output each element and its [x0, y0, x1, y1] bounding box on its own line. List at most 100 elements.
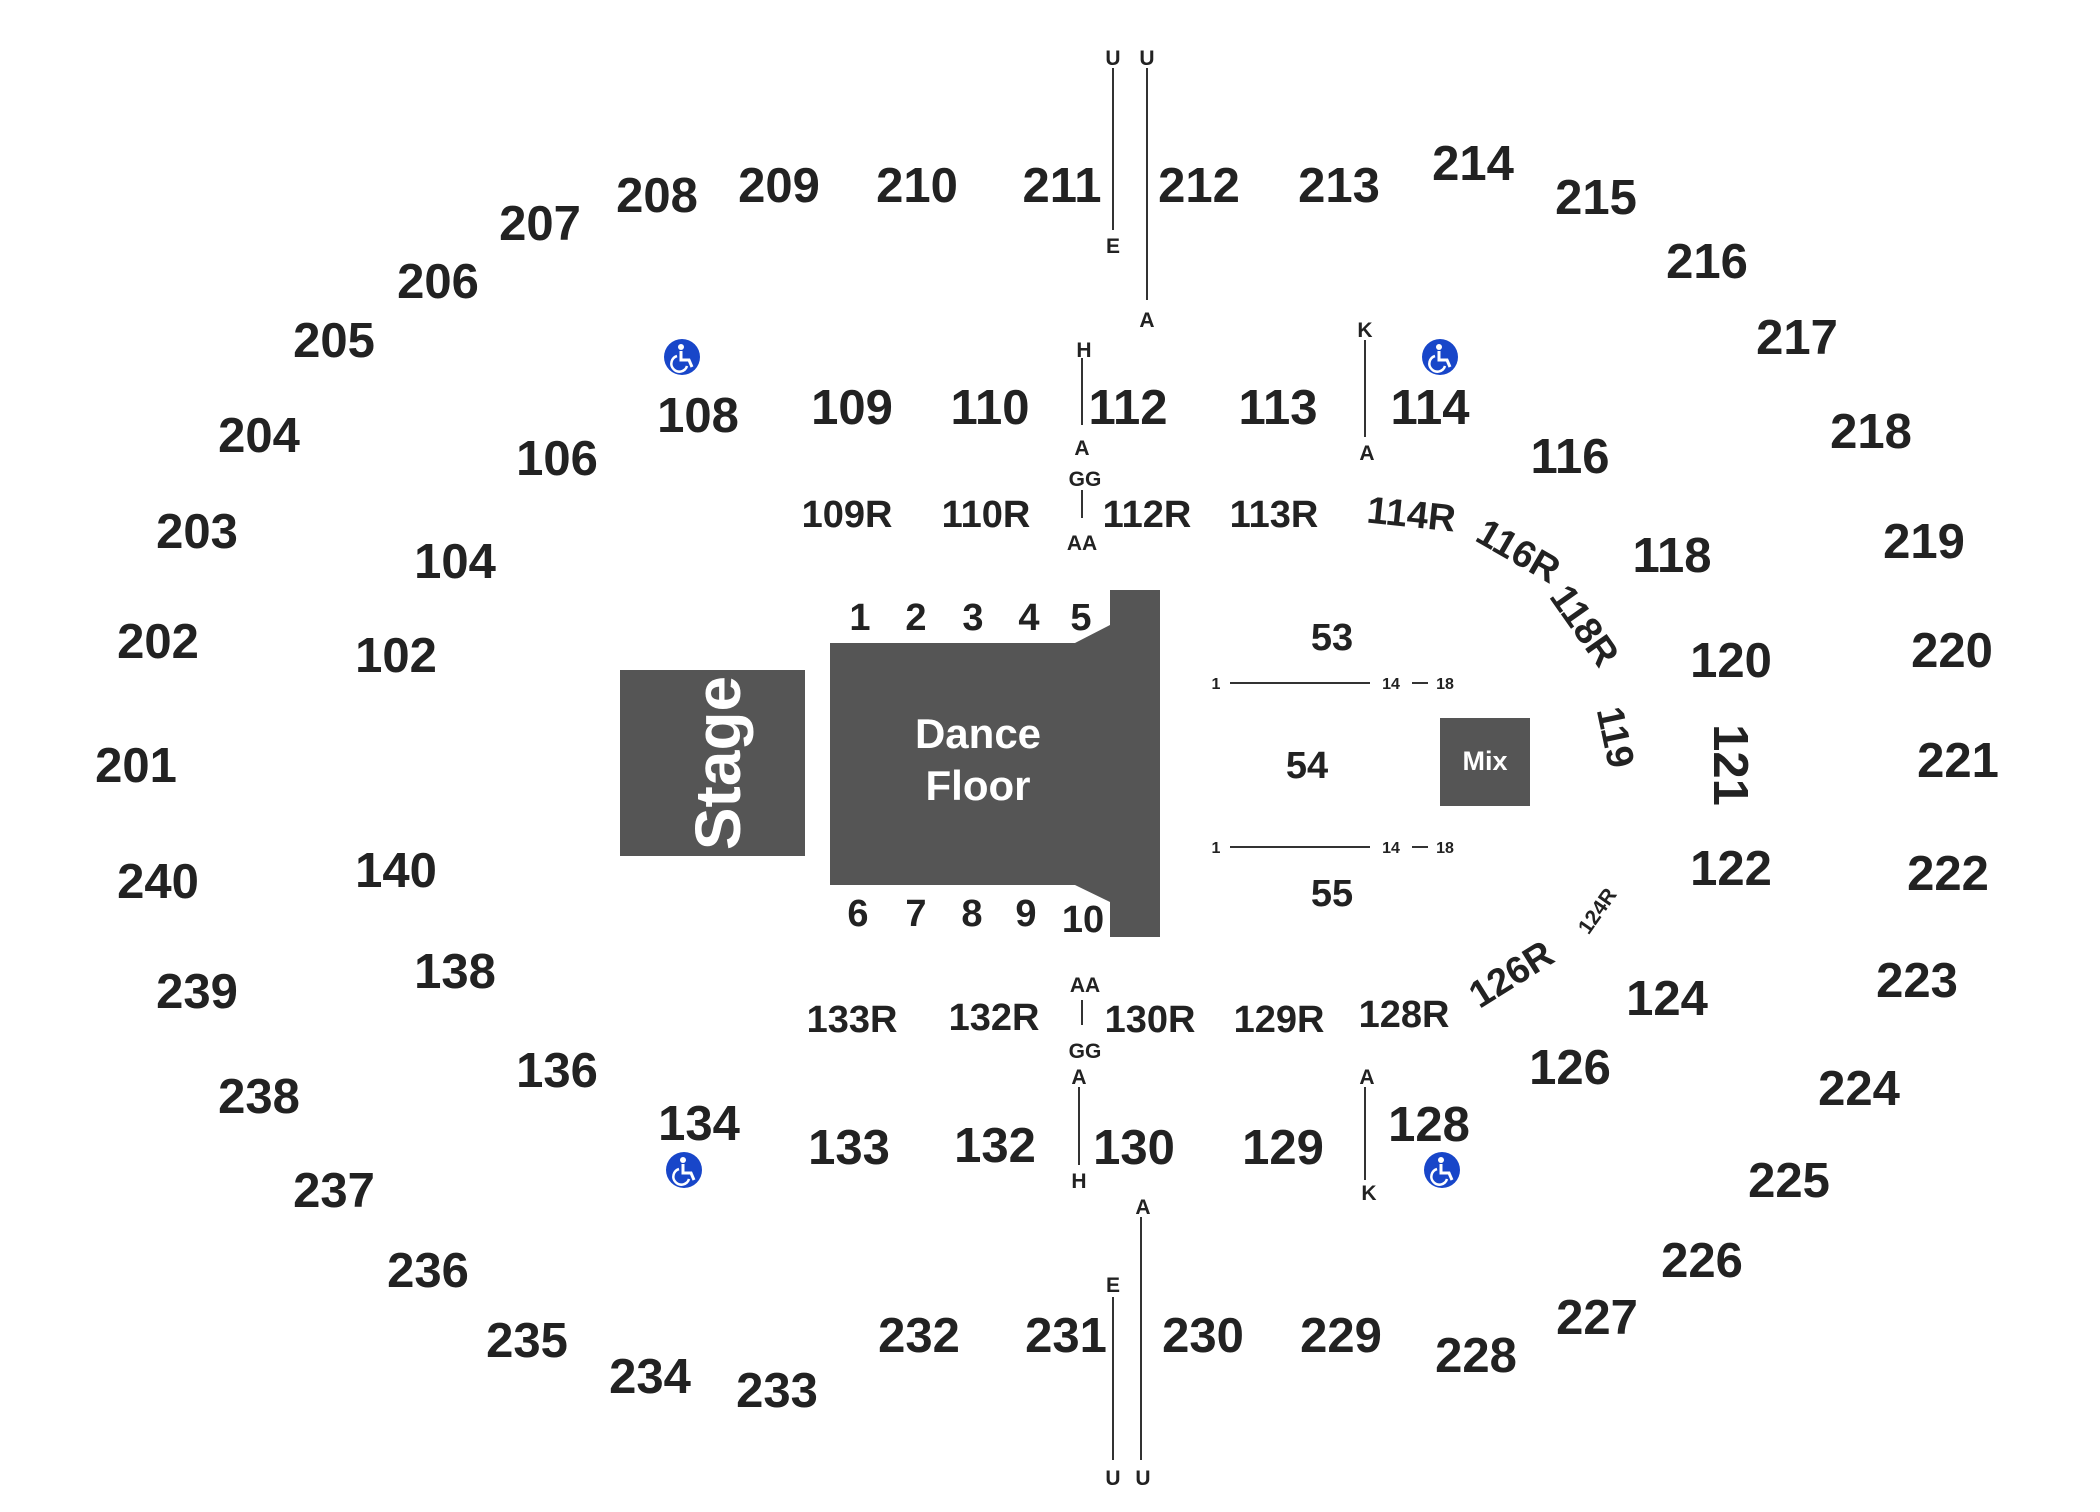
wheelchair-accessible-icon — [1422, 339, 1458, 375]
floor-section-8[interactable]: 8 — [961, 893, 982, 935]
row-marker: 1 — [1212, 840, 1221, 857]
floor-section-9[interactable]: 9 — [1015, 893, 1036, 935]
floor-section-4[interactable]: 4 — [1018, 597, 1039, 639]
section-234[interactable]: 234 — [609, 1350, 691, 1404]
section-130[interactable]: 130 — [1093, 1121, 1175, 1175]
section-128[interactable]: 128 — [1388, 1098, 1470, 1152]
sections-200-level: 201 202 203 204 205 206 207 208 209 210 … — [95, 137, 1999, 1418]
section-210[interactable]: 210 — [876, 159, 958, 213]
section-132r[interactable]: 132R — [949, 997, 1040, 1039]
section-118r[interactable]: 118R — [1541, 578, 1626, 675]
section-136[interactable]: 136 — [516, 1044, 598, 1098]
section-109[interactable]: 109 — [811, 381, 893, 435]
section-106[interactable]: 106 — [516, 432, 598, 486]
section-223[interactable]: 223 — [1876, 954, 1958, 1008]
section-114[interactable]: 114 — [1390, 381, 1469, 435]
section-211[interactable]: 211 — [1022, 159, 1101, 213]
section-132[interactable]: 132 — [954, 1119, 1036, 1173]
section-129[interactable]: 129 — [1242, 1121, 1324, 1175]
section-126r[interactable]: 126R — [1462, 933, 1561, 1017]
section-112r[interactable]: 112R — [1103, 494, 1192, 536]
section-208[interactable]: 208 — [616, 169, 698, 223]
section-226[interactable]: 226 — [1661, 1234, 1743, 1288]
floor-section-1[interactable]: 1 — [849, 597, 870, 639]
floor-section-6[interactable]: 6 — [847, 893, 868, 935]
section-228[interactable]: 228 — [1435, 1329, 1517, 1383]
floor-section-3[interactable]: 3 — [962, 597, 983, 639]
section-233[interactable]: 233 — [736, 1364, 818, 1418]
section-113r[interactable]: 113R — [1230, 494, 1319, 536]
section-119[interactable]: 119 — [1588, 703, 1642, 772]
section-231[interactable]: 231 — [1025, 1309, 1107, 1363]
section-240[interactable]: 240 — [117, 855, 199, 909]
section-235[interactable]: 235 — [486, 1314, 568, 1368]
section-110r[interactable]: 110R — [942, 494, 1031, 536]
section-239[interactable]: 239 — [156, 965, 238, 1019]
section-126[interactable]: 126 — [1529, 1041, 1611, 1095]
section-218[interactable]: 218 — [1830, 405, 1912, 459]
section-118[interactable]: 118 — [1632, 529, 1711, 583]
section-140[interactable]: 140 — [355, 844, 437, 898]
section-120[interactable]: 120 — [1690, 634, 1772, 688]
dance-floor[interactable]: Dance Floor — [830, 590, 1160, 937]
section-216[interactable]: 216 — [1666, 235, 1748, 289]
section-122[interactable]: 122 — [1690, 842, 1772, 896]
section-219[interactable]: 219 — [1883, 515, 1965, 569]
section-130r[interactable]: 130R — [1105, 999, 1196, 1041]
section-221[interactable]: 221 — [1917, 734, 1999, 788]
section-205[interactable]: 205 — [293, 314, 375, 368]
section-206[interactable]: 206 — [397, 255, 479, 309]
section-222[interactable]: 222 — [1907, 847, 1989, 901]
section-138[interactable]: 138 — [414, 945, 496, 999]
section-121[interactable]: 121 — [1703, 724, 1757, 806]
section-203[interactable]: 203 — [156, 505, 238, 559]
section-238[interactable]: 238 — [218, 1070, 300, 1124]
section-114r[interactable]: 114R — [1365, 490, 1458, 541]
section-214[interactable]: 214 — [1432, 137, 1514, 191]
section-227[interactable]: 227 — [1556, 1291, 1638, 1345]
section-124r[interactable]: 124R — [1574, 884, 1622, 938]
section-204[interactable]: 204 — [218, 409, 300, 463]
section-104[interactable]: 104 — [414, 535, 496, 589]
floor-section-2[interactable]: 2 — [905, 597, 926, 639]
section-207[interactable]: 207 — [499, 197, 581, 251]
section-229[interactable]: 229 — [1300, 1309, 1382, 1363]
floor-section-55[interactable]: 55 — [1311, 873, 1353, 915]
section-134[interactable]: 134 — [658, 1097, 740, 1151]
section-102[interactable]: 102 — [355, 629, 437, 683]
section-108[interactable]: 108 — [657, 389, 739, 443]
floor-section-5[interactable]: 5 — [1070, 597, 1091, 639]
section-237[interactable]: 237 — [293, 1164, 375, 1218]
section-236[interactable]: 236 — [387, 1244, 469, 1298]
stage[interactable]: Stage — [620, 670, 805, 856]
section-215[interactable]: 215 — [1555, 171, 1637, 225]
section-116[interactable]: 116 — [1530, 430, 1609, 484]
mix-booth: Mix — [1440, 718, 1530, 806]
section-224[interactable]: 224 — [1818, 1062, 1900, 1116]
section-129r[interactable]: 129R — [1234, 999, 1325, 1041]
section-124[interactable]: 124 — [1626, 972, 1708, 1026]
section-116r[interactable]: 116R — [1469, 511, 1567, 592]
section-209[interactable]: 209 — [738, 159, 820, 213]
section-202[interactable]: 202 — [117, 615, 199, 669]
section-225[interactable]: 225 — [1748, 1154, 1830, 1208]
section-110[interactable]: 110 — [950, 381, 1029, 435]
wheelchair-accessible-icon — [664, 339, 700, 375]
section-133[interactable]: 133 — [808, 1121, 890, 1175]
section-128r[interactable]: 128R — [1359, 994, 1450, 1036]
floor-section-53[interactable]: 53 — [1311, 617, 1353, 659]
floor-section-10[interactable]: 10 — [1062, 899, 1104, 941]
section-230[interactable]: 230 — [1162, 1309, 1244, 1363]
section-232[interactable]: 232 — [878, 1309, 960, 1363]
section-213[interactable]: 213 — [1298, 159, 1380, 213]
floor-section-54[interactable]: 54 — [1286, 745, 1328, 787]
section-109r[interactable]: 109R — [802, 494, 893, 536]
section-212[interactable]: 212 — [1158, 159, 1240, 213]
section-113[interactable]: 113 — [1238, 381, 1317, 435]
floor-section-7[interactable]: 7 — [905, 893, 926, 935]
section-217[interactable]: 217 — [1756, 311, 1838, 365]
section-133r[interactable]: 133R — [807, 999, 898, 1041]
section-201[interactable]: 201 — [95, 739, 177, 793]
section-220[interactable]: 220 — [1911, 624, 1993, 678]
section-112[interactable]: 112 — [1088, 381, 1167, 435]
